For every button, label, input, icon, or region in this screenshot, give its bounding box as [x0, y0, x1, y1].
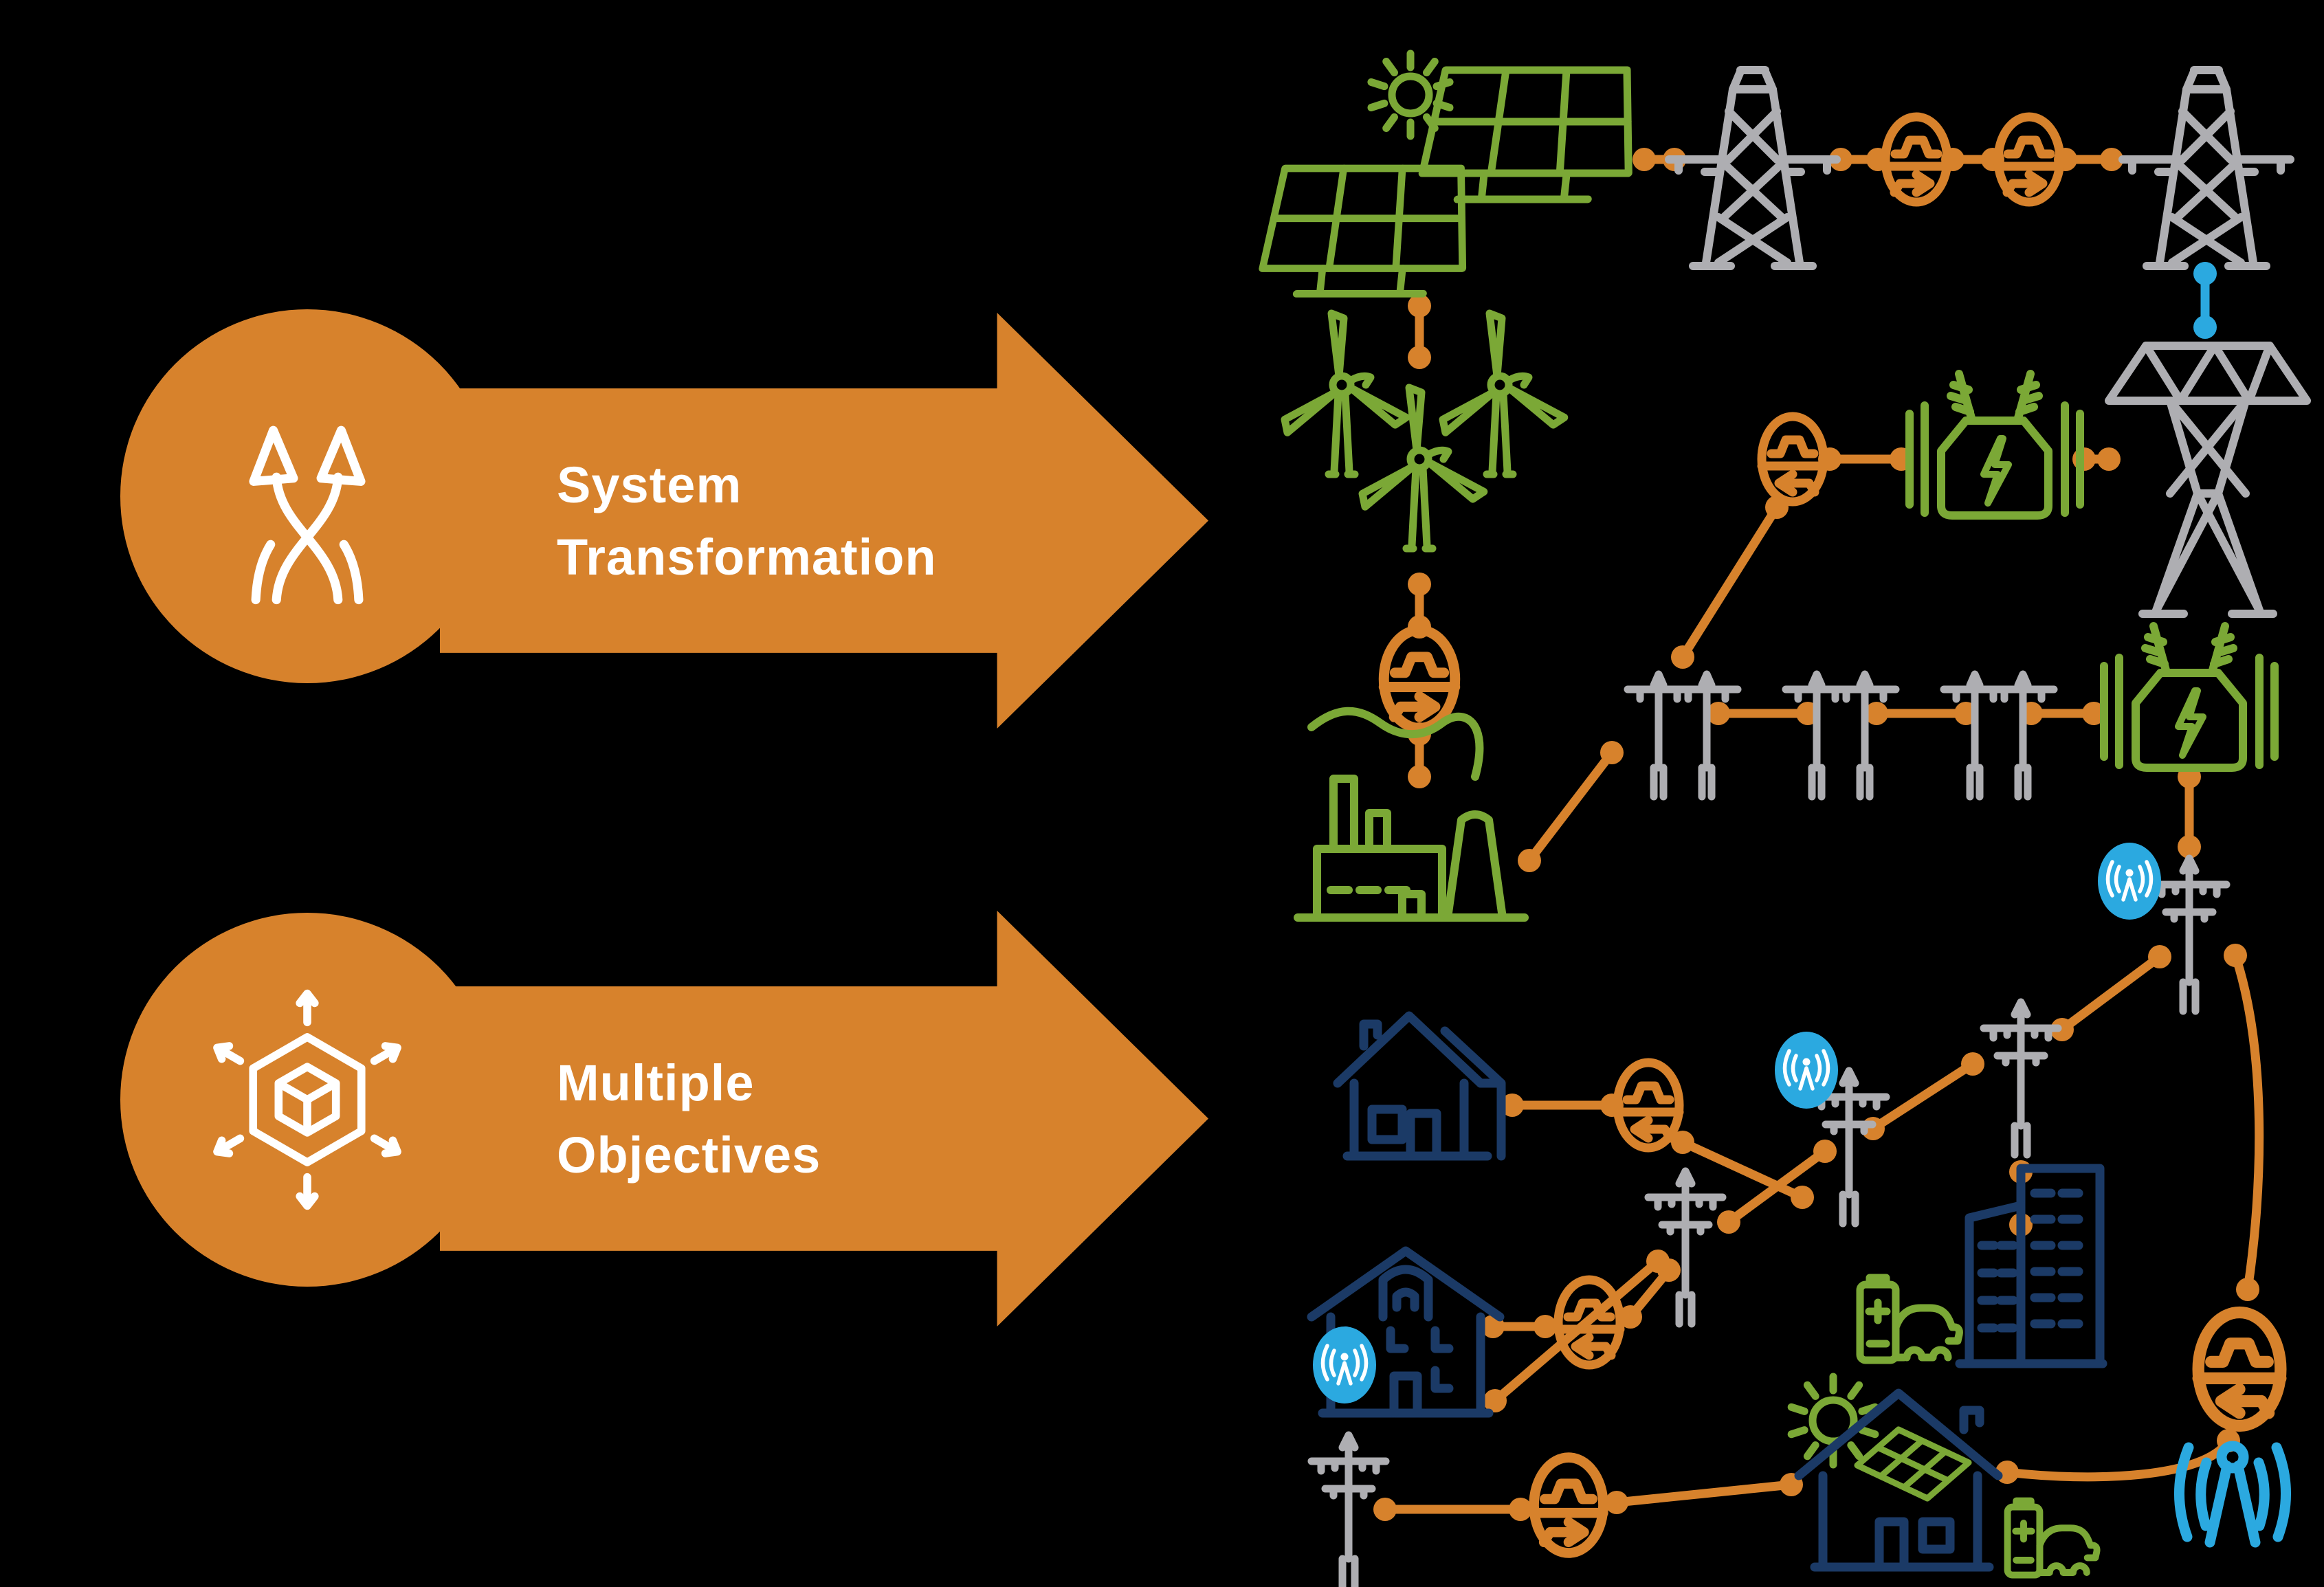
converter-icon [1384, 630, 1455, 729]
multiple-objectives-label-line2: Objectives [557, 1126, 821, 1184]
converter-icon [1998, 117, 2060, 202]
utility-pole-icon [1648, 1171, 1723, 1324]
converter-icon [1885, 117, 1947, 202]
wind-turbine-icon [1439, 313, 1564, 474]
power-plant-icon [1298, 779, 1525, 918]
multiple-objectives-label-line1: Multiple [557, 1054, 755, 1111]
battery-ev-charging-icon [2008, 1501, 2097, 1575]
power-links [1373, 148, 2264, 1521]
city-buildings-icon [1960, 1168, 2103, 1364]
radio-signal-icon [1313, 1327, 1376, 1403]
solar-array-panel-icon [1419, 70, 1639, 199]
system-transformation-label-line1: System [557, 456, 742, 513]
converter-icon [1534, 1458, 1604, 1553]
tall-transmission-tower-icon [2109, 346, 2307, 614]
system-transformation-label-line2: Transformation [557, 528, 937, 586]
utility-pole-icon [1312, 1435, 1386, 1587]
substation-poles-icon [1944, 674, 2054, 797]
utility-pole-icon [1984, 1002, 2058, 1155]
multiple-objectives-badge [120, 913, 494, 1287]
energy-system-diagram [1230, 0, 2324, 1587]
transformer-icon [1910, 374, 2080, 515]
system-transformation-arrow: System Transformation [440, 313, 1208, 729]
radio-signal-icon [2098, 843, 2161, 920]
substation-poles-icon [1786, 674, 1896, 797]
smoke-icon [1307, 707, 1484, 781]
radio-signal-icon [1775, 1032, 1838, 1109]
transmission-tower-icon [2123, 70, 2290, 266]
solar-array-panel-icon [1260, 168, 1473, 293]
transformer-icon [2104, 626, 2275, 768]
system-transformation-badge [120, 309, 494, 683]
converter-icon [1617, 1063, 1679, 1148]
wind-turbine-icon [1281, 313, 1406, 474]
expanding-cube-icon [213, 989, 401, 1210]
utility-pole-icon [2152, 858, 2226, 1011]
converter-icon [1762, 417, 1824, 502]
battery-ev-charging-icon [1860, 1278, 1959, 1360]
converter-icon [2198, 1313, 2281, 1426]
solar-home-icon [1791, 1377, 1998, 1567]
transmission-tower-icon [1669, 70, 1837, 266]
house-icon [1338, 1016, 1501, 1156]
multiple-objectives-arrow: Multiple Objectives [440, 911, 1208, 1327]
substation-poles-icon [1628, 674, 1738, 797]
diverging-arrows-icon [249, 425, 366, 605]
